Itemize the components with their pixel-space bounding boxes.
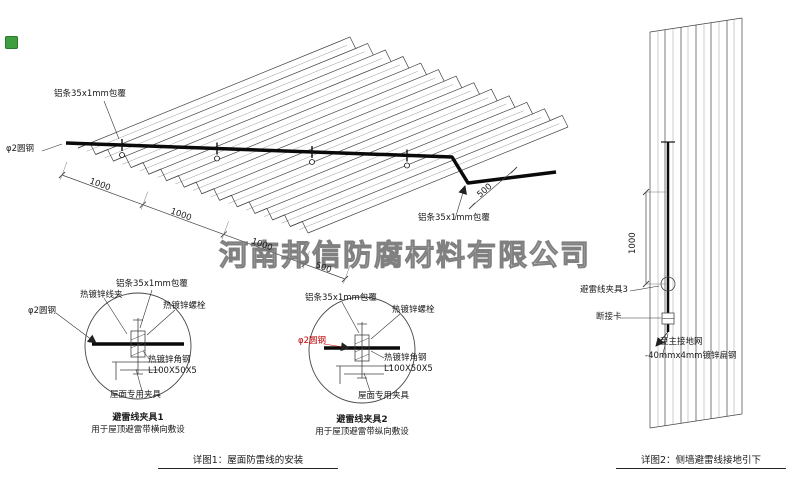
detail-2-angle-steel — [336, 365, 392, 384]
clamp2-roof-clamp-label: 屋面专用夹具 — [358, 391, 410, 401]
detail-circle-1 — [55, 289, 192, 400]
clamp1-bolt-label: 热镀锌螺栓 — [163, 301, 206, 311]
wall-to-ground-label: 至主接地网 — [660, 337, 703, 347]
clamp1-rod-label: φ2圆钢 — [28, 306, 57, 316]
clamp1-wire-clip-label: 热镀锌线夹 — [80, 290, 123, 300]
clamp2-angle-label: 热镀锌角钢 — [384, 353, 427, 363]
wall-corrugation-lines — [649, 18, 743, 428]
watermark-text: 河南邦信防腐材料有限公司 — [218, 238, 591, 273]
clamp2-title: 避雷线夹具2 — [336, 415, 388, 425]
detail-2-leader-lines — [341, 301, 401, 392]
detail-circle-2 — [308, 296, 416, 404]
detail-2-bolt — [357, 322, 367, 379]
wall-disconnect-label: 断接卡 — [596, 312, 622, 322]
wall-dim-1000: 1000 — [628, 232, 638, 254]
roof-rod-label: φ2圆钢 — [6, 144, 35, 154]
roof-dim-extension-lines — [60, 161, 351, 284]
clamp2-alum-label: 铝条35x1mm包覆 — [305, 293, 377, 303]
roof-dim-side-ticks — [468, 166, 518, 210]
clamp1-title: 避雷线夹具1 — [112, 413, 164, 423]
detail-2-circle — [308, 296, 416, 404]
wall-ground-arrow — [655, 331, 669, 347]
wall-drawing — [620, 17, 743, 429]
green-badge-icon — [5, 36, 18, 49]
wall-clamp3-label: 避雷线夹具3 — [580, 285, 628, 295]
detail-1-leader-lines — [103, 289, 176, 392]
roof-valley-lines — [86, 45, 560, 230]
clamp2-angle-spec-label: L100X50X5 — [384, 364, 433, 374]
wall-dim-extensions — [646, 191, 666, 285]
roof-alum-label-right: 铝条35x1mm包覆 — [418, 213, 490, 223]
detail2-caption: 详图2：侧墙避雷线接地引下 — [616, 452, 786, 469]
roof-dim-side-line — [471, 169, 515, 207]
roof-dim-chain-line — [61, 174, 346, 280]
roof-wire-clamp-dots — [119, 152, 410, 169]
detail-1-rod-leader — [55, 312, 97, 344]
wall-flat-steel-label: -40mmx4mm镀锌扁钢 — [645, 351, 737, 361]
clamp1-subtitle: 用于屋顶避雷带横向敷设 — [91, 425, 185, 435]
clamp1-angle-label: 热镀锌角钢 — [148, 355, 191, 365]
roof-drawing — [41, 36, 569, 284]
detail-1-bolt — [133, 318, 143, 375]
clamp1-roof-clamp-label: 屋面专用夹具 — [110, 390, 162, 400]
wall-leader-lines — [620, 285, 669, 358]
roof-leader-lines — [41, 100, 465, 220]
detail-2-rod-leader — [323, 342, 350, 352]
clamp2-subtitle: 用于屋顶避雷带纵向敷设 — [315, 427, 409, 437]
roof-wire-clamps — [121, 139, 408, 162]
detail1-caption: 详图1：屋面防雷线的安装 — [158, 452, 338, 469]
clamp1-angle-spec-label: L100X50X5 — [148, 366, 197, 376]
roof-sawtooth-top-edge — [337, 36, 569, 128]
roof-lightning-wire — [65, 141, 557, 185]
roof-alum-label-left: 铝条35x1mm包覆 — [54, 89, 126, 99]
detail-1-angle-steel — [112, 361, 168, 380]
clamp1-alum-label: 铝条35x1mm包覆 — [116, 279, 188, 289]
wall-corrugation-lines-light — [657, 19, 735, 427]
detail-1-circle — [84, 292, 192, 400]
clamp2-bolt-label: 热镀锌螺栓 — [392, 305, 435, 315]
roof-sawtooth-bottom-edge — [77, 142, 309, 234]
clamp2-rod-label: φ2圆钢 — [298, 336, 327, 346]
